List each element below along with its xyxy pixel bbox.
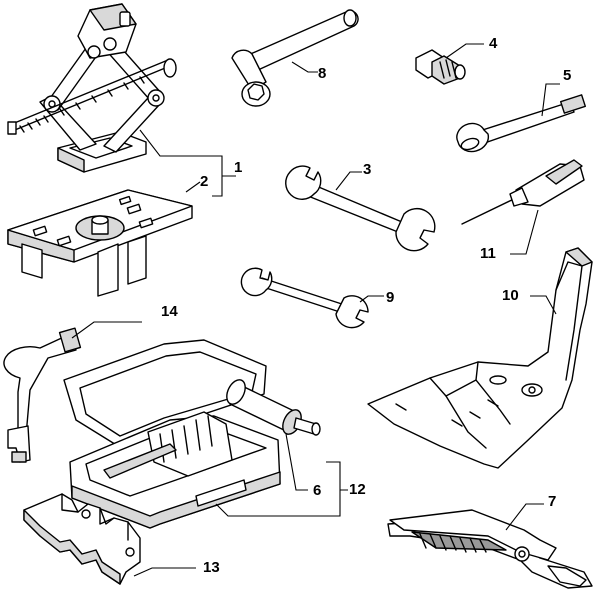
leader-13: [133, 567, 196, 577]
screwdriver: [461, 159, 585, 225]
leader-5: [541, 83, 560, 117]
leader-1: [139, 129, 236, 197]
tool-case: [63, 339, 281, 529]
callout-2: 2: [200, 173, 209, 190]
wheel-bolt-adapter: [415, 49, 466, 85]
callout-14: 14: [161, 303, 178, 320]
callout-6: 6: [313, 482, 322, 499]
leader-3: [335, 171, 362, 191]
leader-8: [291, 61, 318, 73]
callout-10: 10: [502, 287, 519, 304]
leader-11: [510, 209, 539, 255]
holder-bracket: [23, 493, 141, 585]
callout-11: 11: [480, 245, 496, 262]
callout-13: 13: [203, 559, 220, 576]
leader-4: [445, 43, 484, 59]
jack-base-plate: [7, 189, 193, 297]
leader-7: [505, 503, 544, 531]
wheel-brace: [231, 9, 359, 107]
callout-8: 8: [318, 65, 327, 82]
callout-12: 12: [349, 481, 366, 498]
scissor-jack: [7, 3, 177, 173]
pliers: [387, 509, 593, 589]
leader-12: [215, 461, 348, 517]
callout-5: 5: [563, 67, 572, 84]
callout-9: 9: [386, 289, 395, 306]
callout-3: 3: [363, 161, 372, 178]
callout-7: 7: [548, 493, 557, 510]
leader-9: [359, 295, 384, 303]
callout-4: 4: [489, 35, 498, 52]
callout-1: 1: [234, 159, 243, 176]
leader-10: [530, 295, 557, 315]
strap: [3, 327, 82, 463]
leader-14: [71, 321, 142, 339]
double-open-end-wrench-small: [240, 267, 369, 329]
leader-2: [185, 181, 201, 193]
double-open-end-wrench-large: [285, 165, 436, 252]
tool-bag: [367, 247, 593, 469]
bulb-cylinder: [226, 379, 321, 436]
leader-6: [285, 433, 308, 491]
towing-eye: [456, 94, 587, 153]
